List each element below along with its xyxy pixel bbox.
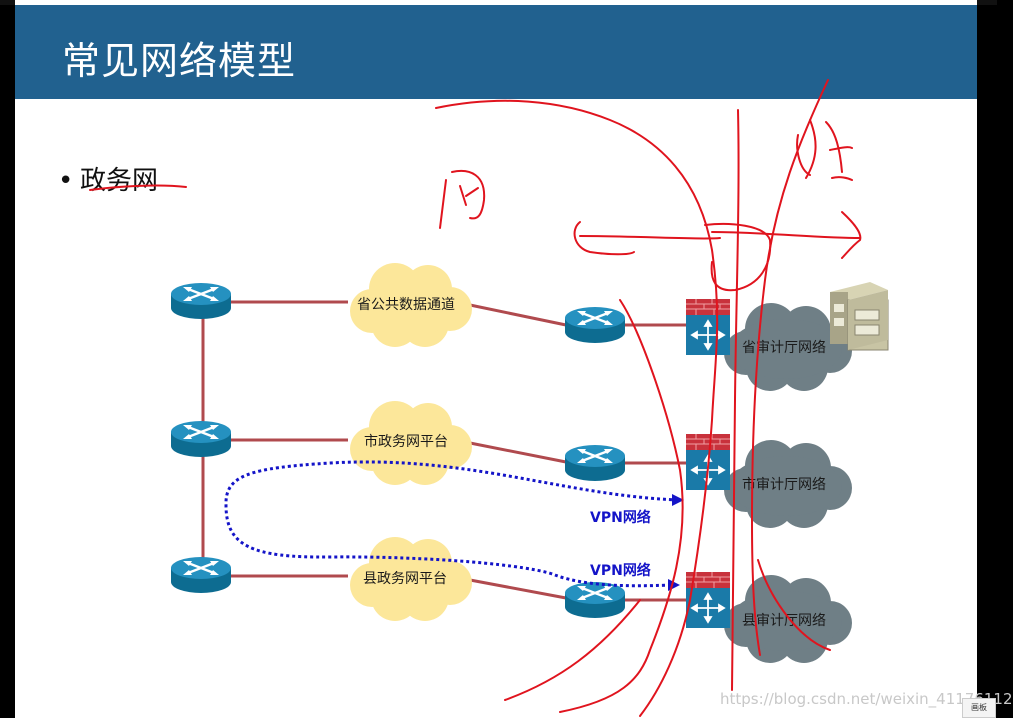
router-icon bbox=[169, 281, 233, 321]
arrow-right bbox=[711, 211, 862, 259]
province-audit-network: 省审计厅网络 bbox=[724, 303, 852, 391]
server-icon bbox=[830, 282, 889, 351]
vpn-paths bbox=[224, 460, 679, 588]
boundary-line-1 bbox=[435, 99, 719, 717]
firewall-province bbox=[685, 298, 731, 356]
cloud-city-platform-label: 市政务网平台 bbox=[364, 433, 448, 450]
slide-title: 常见网络模型 bbox=[62, 39, 297, 83]
router-icon bbox=[563, 305, 627, 345]
vpn-arrowheads bbox=[668, 494, 684, 591]
router-icon bbox=[169, 555, 233, 595]
bullet-item: •政务网 bbox=[58, 160, 158, 197]
bullet-text: 政务网 bbox=[80, 166, 159, 196]
city-audit-label: 市审计厅网络 bbox=[742, 476, 826, 493]
handwritten-wai bbox=[796, 119, 853, 181]
boundary-line-4 bbox=[559, 299, 684, 713]
handwritten-nei bbox=[439, 170, 486, 229]
cloud-county-platform: 县政务网平台 bbox=[350, 537, 472, 621]
underline-mark bbox=[89, 184, 187, 191]
county-audit-label: 县审计厅网络 bbox=[742, 613, 826, 629]
cloud-province-data-label: 省公共数据通道 bbox=[357, 297, 455, 313]
handwritten-annotations bbox=[89, 79, 862, 717]
link-cloud3-router6 bbox=[469, 578, 567, 600]
boundary-line-5 bbox=[504, 599, 641, 701]
boundary-line-3 bbox=[751, 79, 829, 656]
arrow-left bbox=[573, 221, 721, 256]
county-audit-network: 县审计厅网络 bbox=[724, 575, 852, 663]
province-audit-label: 省审计厅网络 bbox=[742, 340, 826, 356]
router-icon bbox=[563, 443, 627, 483]
network-links bbox=[201, 300, 688, 602]
vpn-label-2: VPN网络 bbox=[590, 562, 651, 579]
cloud-province-data: 省公共数据通道 bbox=[350, 263, 472, 347]
title-bar bbox=[15, 5, 977, 99]
vpn-label-1: VPN网络 bbox=[590, 509, 651, 526]
link-cloud1-router4 bbox=[469, 303, 567, 327]
router-icon bbox=[563, 580, 627, 620]
scribble-loop bbox=[704, 222, 772, 292]
cloud-county-platform-label: 县政务网平台 bbox=[363, 571, 447, 587]
cloud-city-platform: 市政务网平台 bbox=[350, 401, 472, 485]
vpn-path bbox=[224, 460, 679, 588]
router-icon bbox=[169, 419, 233, 459]
watermark-text: https://blog.csdn.net/weixin_41176112 bbox=[720, 690, 1013, 708]
bullet-dot: • bbox=[58, 166, 74, 196]
boundary-line-2 bbox=[731, 109, 740, 691]
boundary-curve bbox=[757, 559, 831, 651]
panel-button[interactable]: 画板 bbox=[962, 698, 996, 718]
city-audit-network: 市审计厅网络 bbox=[724, 440, 852, 528]
link-cloud2-router5 bbox=[469, 441, 567, 464]
